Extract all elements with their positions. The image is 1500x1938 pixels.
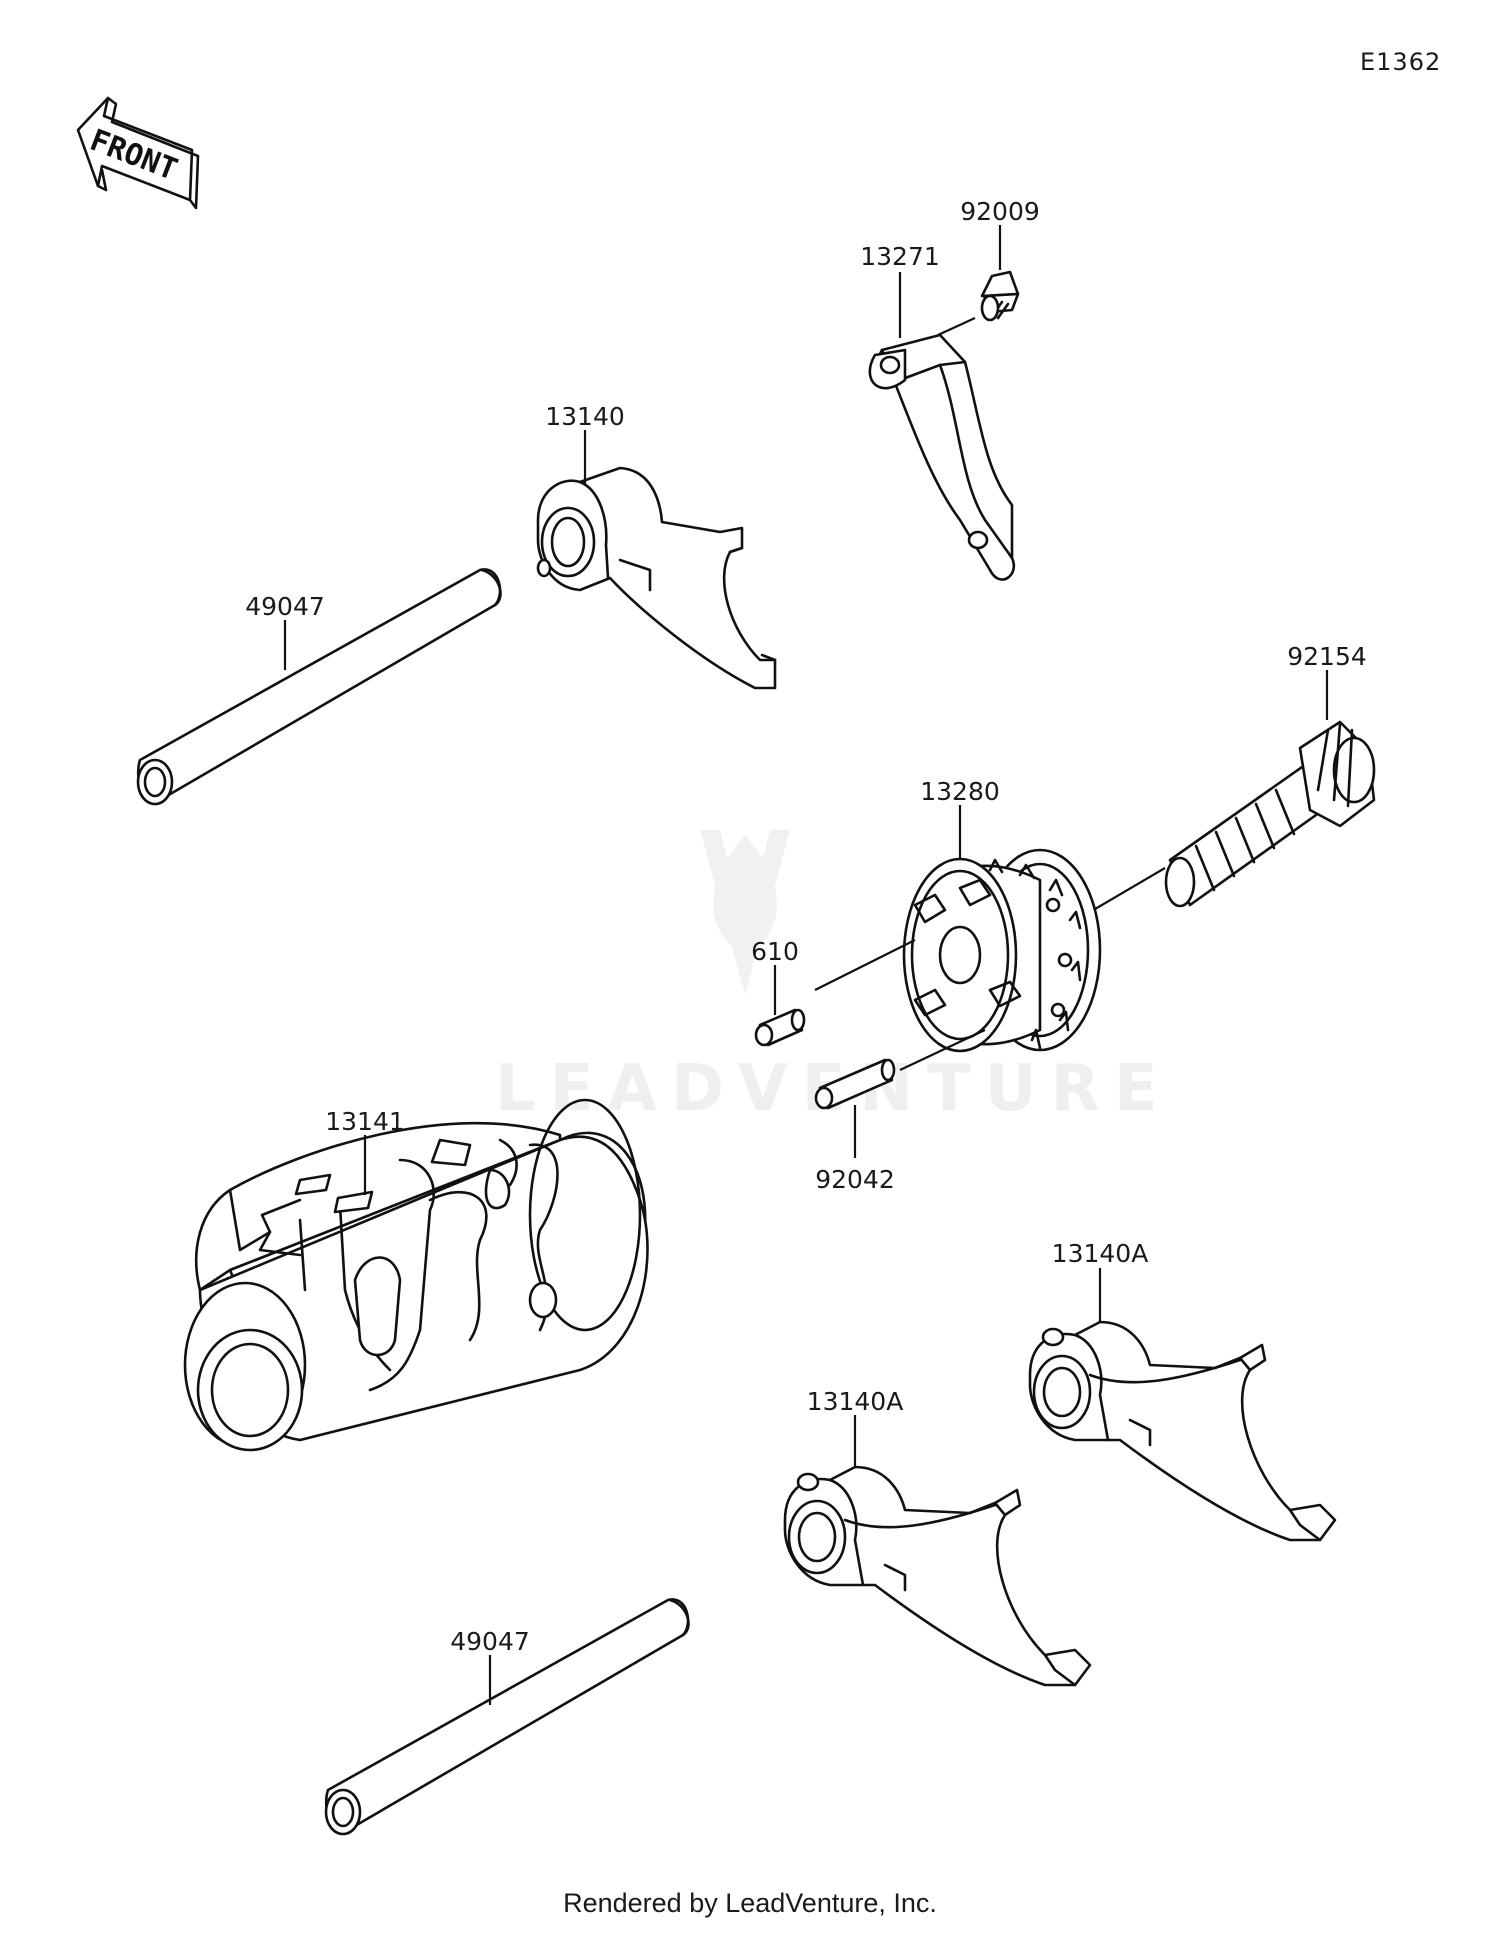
- label-610: 610: [751, 937, 799, 966]
- label-92009: 92009: [960, 197, 1040, 226]
- label-13141: 13141: [325, 1107, 405, 1136]
- label-49047-lower: 49047: [450, 1627, 530, 1656]
- label-92042: 92042: [815, 1165, 895, 1194]
- part-13141-drum: [183, 1098, 649, 1452]
- render-credit: Rendered by LeadVenture, Inc.: [563, 1888, 937, 1918]
- part-610-dowel-pin: [754, 1008, 806, 1047]
- label-13140: 13140: [545, 402, 625, 431]
- label-13140A-lower: 13140A: [807, 1387, 904, 1416]
- watermark-logo-icon: [700, 830, 790, 995]
- part-92042-pin: [814, 1058, 896, 1110]
- label-13280: 13280: [920, 777, 1000, 806]
- diagram-id: E1362: [1360, 48, 1441, 76]
- label-92154: 92154: [1287, 642, 1367, 671]
- part-92009-screw: [937, 270, 1020, 336]
- part-13140A-fork-lower: [783, 1465, 1092, 1687]
- label-49047-upper: 49047: [245, 592, 325, 621]
- part-49047-rod-upper: [136, 568, 502, 806]
- part-92154-bolt: [1089, 720, 1376, 913]
- callouts: 92009 13271 13140 49047 92154 13280 610 …: [245, 197, 1367, 1705]
- label-13140A-right: 13140A: [1052, 1239, 1149, 1268]
- part-13271-plate: [868, 333, 1015, 581]
- label-13271: 13271: [860, 242, 940, 271]
- part-13140-fork: [536, 466, 777, 690]
- part-13280-cam: [814, 848, 1102, 1071]
- part-13140A-fork-right: [1028, 1320, 1337, 1542]
- front-arrow-icon: FRONT: [76, 96, 200, 210]
- part-49047-rod-lower: [324, 1598, 690, 1836]
